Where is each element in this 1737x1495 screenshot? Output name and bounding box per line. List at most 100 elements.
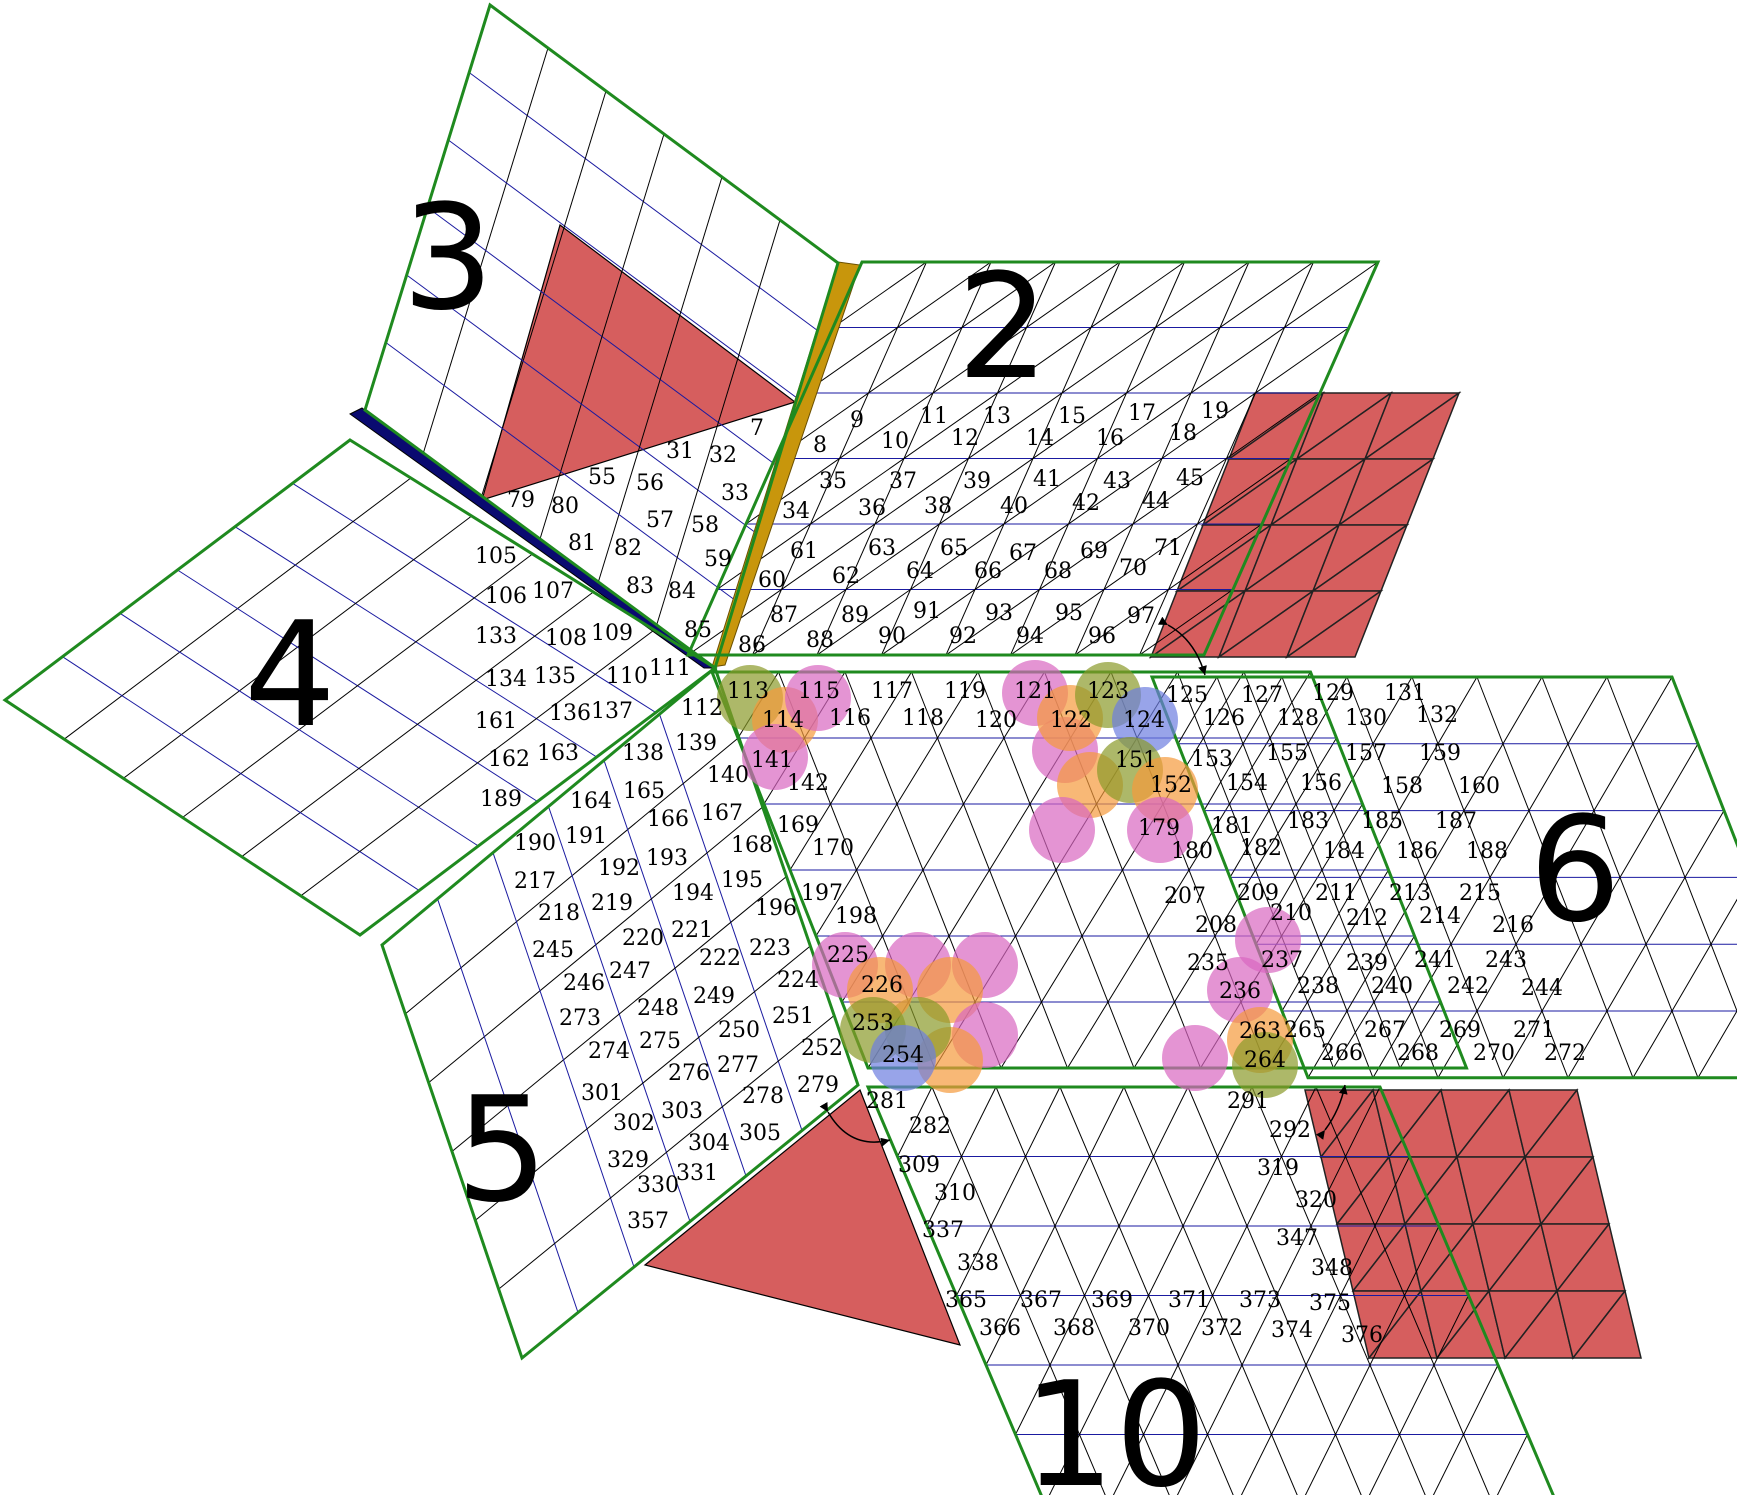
cell-number-154: 154 [1226,771,1268,796]
cell-number-365: 365 [945,1288,987,1313]
cell-number-180: 180 [1171,839,1213,864]
cell-number-252: 252 [801,1036,843,1061]
grid-line [1632,898,1737,1079]
cell-number-115: 115 [798,679,840,704]
grid-line [1304,1225,1440,1495]
arrow-panel-10 [1316,1084,1348,1140]
cell-number-214: 214 [1419,904,1461,929]
cell-number-105: 105 [475,544,517,569]
cell-number-137: 137 [591,699,633,724]
cell-number-277: 277 [717,1053,759,1078]
panel-label-4: 4 [244,591,336,760]
cell-number-246: 246 [563,971,605,996]
cell-number-251: 251 [772,1004,814,1029]
cell-number-44: 44 [1142,489,1170,514]
grid-line [1333,935,1415,1069]
cell-number-238: 238 [1297,974,1339,999]
cell-number-329: 329 [607,1148,649,1173]
cell-number-291: 291 [1227,1089,1269,1114]
grid-line [1000,671,1245,1069]
cell-number-245: 245 [532,938,574,963]
filled-triangle-regions [481,223,1642,1360]
cell-number-127: 127 [1241,683,1283,708]
cell-number-96: 96 [1088,624,1116,649]
filled-tile-lower-right [1571,1289,1642,1359]
cell-number-269: 269 [1439,1018,1481,1043]
filled-tile-upper-right [1284,588,1383,658]
cell-number-163: 163 [537,741,579,766]
cell-number-372: 372 [1201,1316,1243,1341]
panel-4 [2,438,718,937]
cell-number-94: 94 [1016,624,1044,649]
cell-number-84: 84 [668,579,696,604]
cell-number-13: 13 [983,404,1011,429]
cell-number-183: 183 [1287,809,1329,834]
grid-line [1437,676,1673,1079]
cell-number-139: 139 [675,731,717,756]
cell-number-18: 18 [1169,421,1197,446]
cell-number-92: 92 [949,624,977,649]
panel-label-3: 3 [402,174,494,343]
cell-number-270: 270 [1473,1041,1515,1066]
cell-number-15: 15 [1058,404,1086,429]
cell-number-369: 369 [1091,1288,1133,1313]
cell-number-303: 303 [661,1099,703,1124]
cell-number-80: 80 [551,494,579,519]
highlight-circle-179 [1127,797,1193,863]
cell-number-82: 82 [614,536,642,561]
grid-line [1015,1086,1189,1435]
cell-number-371: 371 [1168,1288,1210,1313]
cell-number-11: 11 [920,404,948,429]
cell-number-239: 239 [1346,951,1388,976]
filled-triangle-lower-left [643,1089,961,1346]
cell-number-368: 368 [1053,1316,1095,1341]
cell-number-40: 40 [1000,494,1028,519]
cell-number-131: 131 [1384,681,1426,706]
highlight-circle-124 [1112,687,1178,753]
cell-number-70: 70 [1119,556,1147,581]
cell-number-189: 189 [480,787,522,812]
cell-number-366: 366 [979,1316,1021,1341]
cell-number-223: 223 [749,936,791,961]
grid-line [300,629,655,897]
cell-number-141: 141 [751,748,793,773]
grid-line [1074,523,1263,656]
cell-number-66: 66 [974,559,1002,584]
grid-line [1133,737,1337,1069]
panel-label-10: 10 [1023,1351,1208,1495]
cell-number-65: 65 [940,536,968,561]
highlight-circle-115 [785,665,851,731]
cell-number-219: 219 [591,891,633,916]
cell-number-242: 242 [1447,974,1489,999]
panel-label-6: 6 [1529,786,1621,955]
cell-number-236: 236 [1219,979,1261,1004]
cell-number-166: 166 [647,807,689,832]
cell-number-91: 91 [913,599,941,624]
cell-number-301: 301 [581,1081,623,1106]
cell-number-60: 60 [758,568,786,593]
cell-number-85: 85 [684,618,712,643]
grid-line [182,553,533,818]
cell-number-162: 162 [488,747,530,772]
cell-number-63: 63 [868,536,896,561]
cell-number-226: 226 [861,973,903,998]
filled-triangle-panel-3 [481,223,797,501]
cell-number-38: 38 [924,494,952,519]
cell-number-58: 58 [691,513,719,538]
cell-number-370: 370 [1128,1316,1170,1341]
cell-number-90: 90 [878,624,906,649]
cell-number-305: 305 [739,1121,781,1146]
grid-line [956,1086,1061,1296]
cell-number-151: 151 [1115,748,1157,773]
cell-number-135: 135 [534,664,576,689]
cell-number-124: 124 [1123,708,1165,733]
cell-number-168: 168 [731,833,773,858]
cell-number-216: 216 [1492,913,1534,938]
cell-number-33: 33 [721,481,749,506]
cell-number-273: 273 [559,1006,601,1031]
cell-number-274: 274 [588,1039,630,1064]
grid-line [1307,676,1543,1079]
cell-number-292: 292 [1269,1118,1311,1143]
grid-line [745,261,1121,525]
grid-line [1432,1364,1499,1495]
